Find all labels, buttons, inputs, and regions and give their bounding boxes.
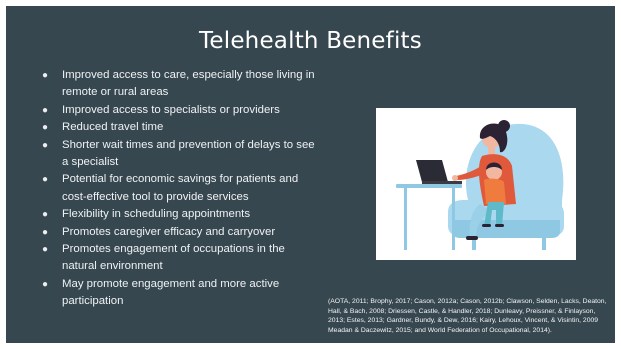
slide-title: Telehealth Benefits <box>199 28 422 54</box>
bullet-item: ● Flexibility in scheduling appointments <box>38 206 320 223</box>
slide: Telehealth Benefits ● Improved access to … <box>6 6 615 343</box>
bullet-text: Improved access to care, especially thos… <box>62 69 315 99</box>
child-legs <box>484 202 504 226</box>
side-table-leg <box>452 188 455 250</box>
side-table-top <box>396 184 462 188</box>
bullet-dot: ● <box>41 104 49 116</box>
bullet-text: Promotes engagement of occupations in th… <box>62 243 285 273</box>
bullet-item: ● Improved access to specialists or provi… <box>38 102 320 119</box>
bullet-text: Reduced travel time <box>62 121 164 134</box>
side-table-leg <box>404 188 407 250</box>
child-hair <box>486 162 502 170</box>
bullet-list: ● Improved access to care, especially tho… <box>38 67 320 311</box>
bullet-dot: ● <box>41 70 49 81</box>
chair-leg <box>542 238 546 250</box>
bullet-text: Flexibility in scheduling appointments <box>62 208 251 221</box>
citation-text: (AOTA, 2011; Brophy, 2017; Cason, 2012a;… <box>328 298 607 334</box>
bullet-text: Promotes caregiver efficacy and carryove… <box>62 225 276 238</box>
bullet-dot: ● <box>41 122 49 134</box>
bullet-dot: ● <box>41 278 49 290</box>
bullet-text: Potential for economic savings for patie… <box>62 173 299 203</box>
bullet-item: ● Reduced travel time <box>38 119 320 136</box>
bullet-text: Improved access to specialists or provid… <box>62 103 280 116</box>
mother-foot <box>466 236 478 240</box>
bullet-item: ● Improved access to care, especially tho… <box>38 67 320 102</box>
mother-hand <box>452 175 458 181</box>
bullet-item: ● Shorter wait times and prevention of de… <box>38 137 320 172</box>
bullet-item: ● May promote engagement and more active … <box>38 276 320 311</box>
laptop-base <box>422 181 462 184</box>
illustration-svg <box>396 120 564 250</box>
bullet-text: May promote engagement and more active p… <box>62 277 280 308</box>
bullet-text: Shorter wait times and prevention of del… <box>62 138 315 169</box>
bullet-item: ● Potential for economic savings for pati… <box>38 171 320 206</box>
bullet-item: ● Promotes engagement of occupations in t… <box>38 241 320 276</box>
child-foot <box>482 224 491 227</box>
mother-neck <box>488 146 495 154</box>
bullet-item: ● Promotes caregiver efficacy and carryov… <box>38 224 320 241</box>
chair-leg <box>472 238 476 250</box>
bullet-dot: ● <box>41 174 49 186</box>
bullet-dot: ● <box>41 209 49 221</box>
bullet-dot: ● <box>41 244 49 256</box>
bullet-dot: ● <box>41 226 49 238</box>
mother-child-laptop-illustration <box>376 108 576 260</box>
child-foot <box>495 224 504 227</box>
mother-arm <box>456 164 488 180</box>
child-head <box>486 164 502 180</box>
laptop-screen <box>416 160 448 182</box>
mother-hair-bun <box>498 120 510 132</box>
bullet-dot: ● <box>41 139 49 151</box>
child-shirt <box>484 178 506 204</box>
armchair-front <box>452 220 560 238</box>
